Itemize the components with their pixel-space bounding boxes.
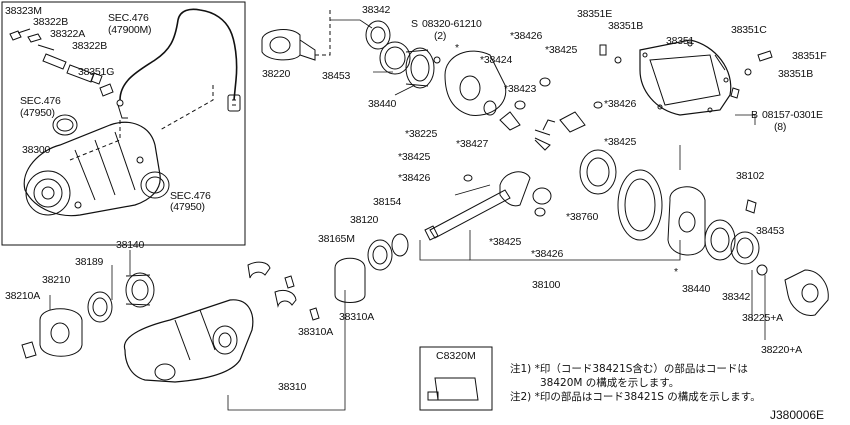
label-38351F: 38351F: [792, 50, 827, 62]
label-38425-left: *38425: [398, 151, 431, 163]
label-sec476-47950-right-a: SEC.476: [170, 190, 211, 202]
leader-lines: [49, 19, 766, 411]
lower-left-parts: [21, 272, 155, 359]
note-2: 注2) *印の部品はコード38421S の構成を示します。: [510, 391, 761, 403]
label-38351B-right: 38351B: [778, 68, 814, 80]
label-38165M: 38165M: [318, 233, 355, 245]
label-38427: *38427: [456, 138, 489, 150]
label-38210: 38210: [42, 274, 71, 286]
flange-38220A: [784, 269, 829, 316]
label-38210A: 38210A: [5, 290, 41, 302]
label-38351C: 38351C: [731, 24, 767, 36]
label-38423: *38423: [504, 83, 537, 95]
bolt-08320: [433, 56, 441, 64]
label-38440-top: 38440: [368, 98, 397, 110]
ring-gear-38760: [579, 149, 663, 241]
label-sec476-47900M-b: (47900M): [108, 24, 152, 36]
dashed-leader-38220: [315, 10, 331, 56]
label-38300: 38300: [22, 144, 51, 156]
side-gears-low: [463, 174, 552, 217]
collar-38120: [334, 233, 409, 303]
label-38310: 38310: [278, 381, 307, 393]
housing-38310: [123, 299, 254, 383]
label-circled-S: S: [411, 18, 418, 30]
label-38220: 38220: [262, 68, 291, 80]
label-38220A: 38220+A: [761, 344, 802, 356]
label-38426-top: *38426: [510, 30, 543, 42]
pinion-gears: [534, 101, 603, 151]
diff-assy-right: [667, 186, 768, 276]
label-08157-qty: (8): [774, 121, 787, 133]
inset-frame: [1, 1, 246, 246]
brackets-38310A: [247, 261, 320, 321]
label-sec476-47950-left-b: (47950): [20, 107, 55, 119]
bolt-38102: [745, 199, 757, 214]
label-38322A: 38322A: [50, 28, 86, 40]
label-38425-mid: *38425: [604, 136, 637, 148]
bearing-top: [365, 20, 435, 89]
label-38225A: 38225+A: [742, 312, 783, 324]
label-38342-top: 38342: [362, 4, 391, 16]
abs-sensor-harness: [116, 8, 241, 119]
label-08157-0301E: 08157-0301E: [762, 109, 823, 121]
label-38120: 38120: [350, 214, 379, 226]
sealant-box: [419, 346, 493, 411]
label-38760: *38760: [566, 211, 599, 223]
label-38102: 38102: [736, 170, 765, 182]
cover-bolt-38351E: [599, 44, 607, 56]
label-38453-right: 38453: [756, 225, 785, 237]
bolt-08157: [730, 87, 740, 99]
housing-38300: [23, 114, 170, 217]
label-38225: *38225: [405, 128, 438, 140]
label-08320-qty: (2): [434, 30, 447, 42]
label-38189: 38189: [75, 256, 104, 268]
label-38426-left: *38426: [398, 172, 431, 184]
label-38425-low: *38425: [489, 236, 522, 248]
label-38154: 38154: [373, 196, 402, 208]
label-circled-B: B: [751, 109, 758, 121]
label-sec476-47950-right-b: (47950): [170, 201, 205, 213]
inset-dashed-leaders: [69, 85, 214, 161]
label-38100: 38100: [532, 279, 561, 291]
label-sec476-47950-left-a: SEC.476: [20, 95, 61, 107]
note-1-line-2: 38420M の構成を示します。: [540, 377, 680, 389]
label-38322B-mid: 38322B: [72, 40, 108, 52]
label-38351B-top: 38351B: [608, 20, 644, 32]
flange-38220: [261, 29, 316, 61]
label-38323M: 38323M: [5, 5, 42, 17]
label-sec476-47900M-a: SEC.476: [108, 12, 149, 24]
washer-38351B: [614, 56, 622, 64]
drive-pinion-38100: [424, 171, 531, 241]
small-bolts-upper-left: [9, 28, 114, 97]
label-38453-top: 38453: [322, 70, 351, 82]
label-38351E: 38351E: [577, 8, 613, 20]
bolt-38351F: [757, 50, 773, 62]
diff-case-top: [444, 50, 551, 131]
label-38351G: 38351G: [78, 66, 115, 78]
label-38426-low: *38426: [531, 248, 564, 260]
label-star-1: *: [455, 42, 459, 54]
label-38342-right: 38342: [722, 291, 751, 303]
label-38322B-top: 38322B: [33, 16, 69, 28]
washer-38351B-right: [744, 68, 752, 76]
label-38310A-b: 38310A: [298, 326, 334, 338]
label-38310A-a: 38310A: [339, 311, 375, 323]
stud-38351C: [714, 54, 726, 71]
label-38440-right: 38440: [682, 283, 711, 295]
label-38424: *38424: [480, 54, 513, 66]
rear-cover-38351: [639, 39, 732, 116]
label-38425-top: *38425: [545, 44, 578, 56]
note-1-line-1: 注1) *印（コード38421S含む）の部品はコードは: [510, 363, 748, 375]
label-38426-mid: *38426: [604, 98, 637, 110]
label-C8320M: C8320M: [436, 350, 476, 362]
label-38351: 38351: [666, 35, 695, 47]
label-08320-61210: 08320-61210: [422, 18, 482, 30]
label-star-2: *: [674, 266, 678, 278]
diagram-code: J380006E: [770, 408, 825, 422]
label-38140: 38140: [116, 239, 145, 251]
